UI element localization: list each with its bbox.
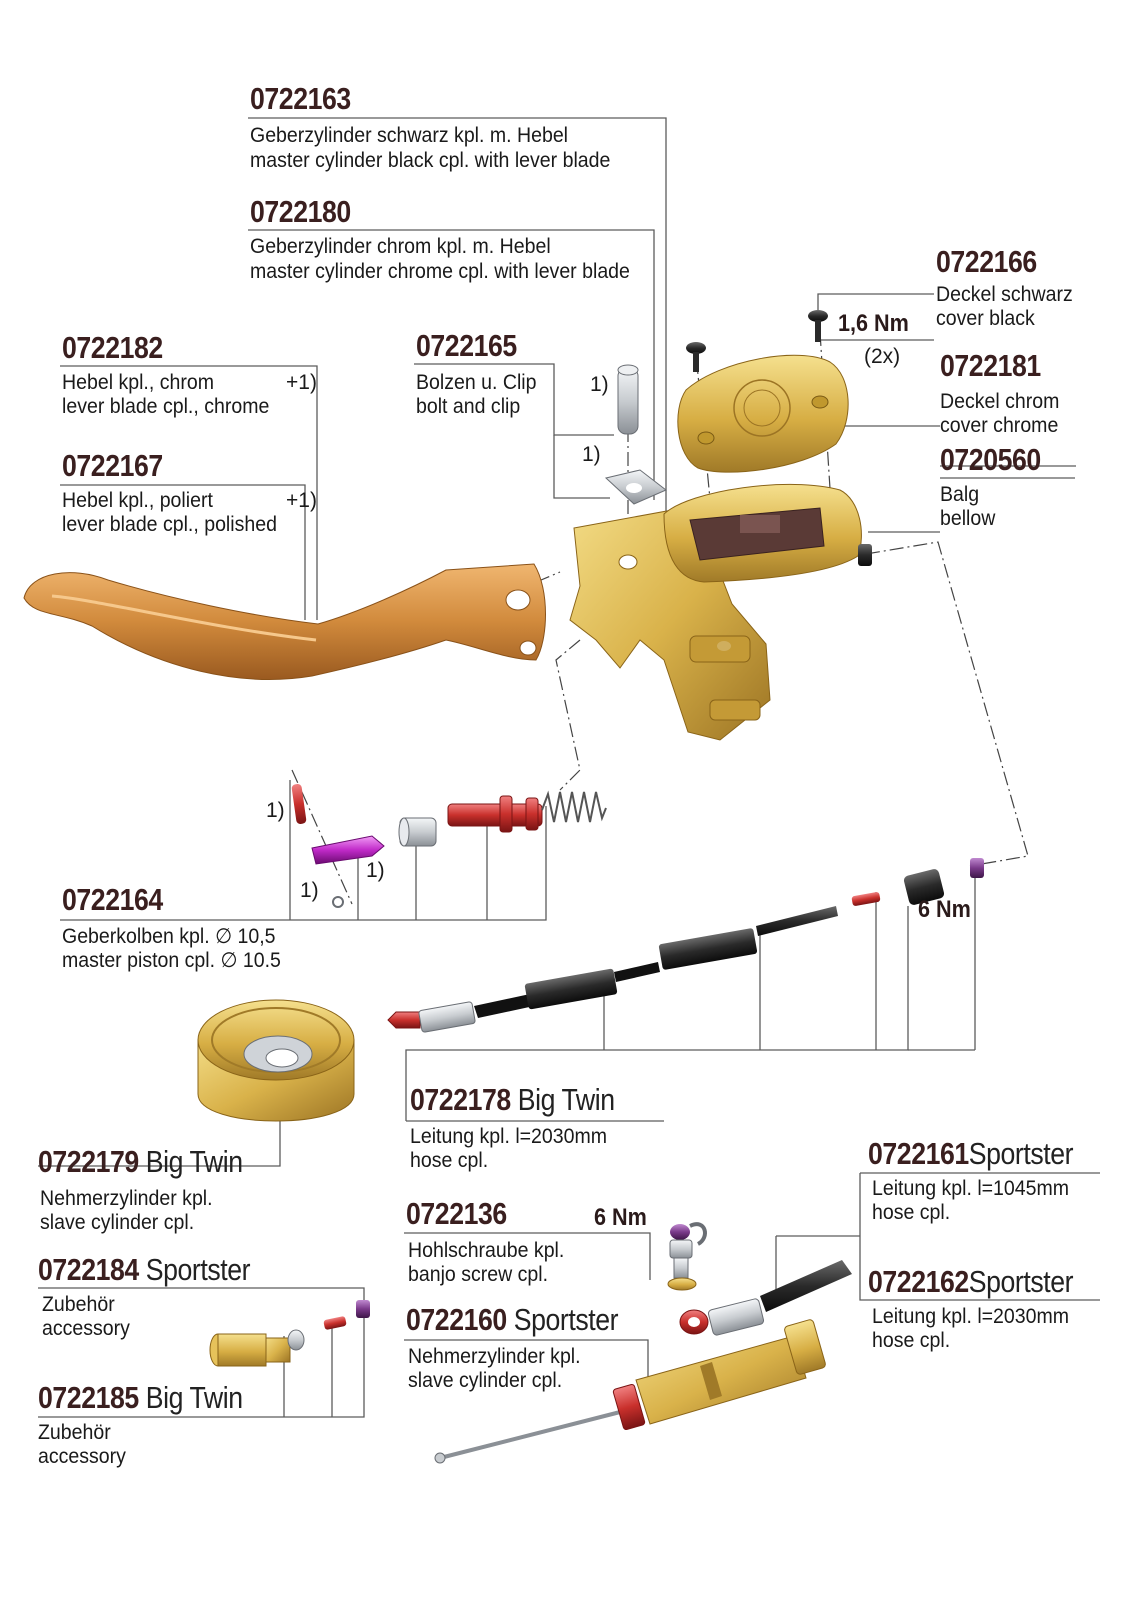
footnote-ref: 1) — [266, 799, 285, 822]
leader-lines — [38, 117, 1100, 1418]
footnote-ref: 1) — [590, 373, 609, 396]
part-description-en: master cylinder chrome cpl. with lever b… — [250, 260, 630, 283]
torque-banjo: 6 Nm — [594, 1204, 647, 1231]
part-number: 0722161 — [868, 1136, 969, 1171]
part-number-0722179: 0722179 Big Twin — [38, 1146, 243, 1177]
model-name: Sportster — [968, 1136, 1074, 1171]
part-description-en: bolt and clip — [416, 395, 521, 418]
master-piston-icon — [291, 784, 543, 908]
part-description-de: Nehmerzylinder kpl. — [40, 1187, 213, 1210]
part-number: 0722162 — [868, 1264, 969, 1299]
part-description-en: master cylinder black cpl. with lever bl… — [250, 149, 611, 172]
screw-icon — [686, 310, 828, 372]
part-description-en: slave cylinder cpl. — [408, 1369, 563, 1392]
part-number-0722166: 0722166 — [936, 244, 1037, 279]
torque-cover-screw: 1,6 Nm — [838, 310, 909, 337]
part-description-en: lever blade cpl., chrome — [62, 395, 270, 418]
master-cylinder-icon — [569, 483, 872, 741]
part-description-de: Nehmerzylinder kpl. — [408, 1345, 581, 1368]
part-number: 0722178 — [410, 1082, 511, 1117]
part-description-de: Balg — [940, 483, 980, 506]
footnote-ref: 1) — [300, 879, 319, 902]
footnote-ref: 1) — [366, 859, 385, 882]
part-number-0722185: 0722185 Big Twin — [38, 1382, 243, 1413]
torque-fitting: 6 Nm — [918, 896, 971, 923]
part-description-de: Deckel schwarz — [936, 283, 1073, 306]
part-description-de: Hebel kpl., chrom — [62, 371, 214, 394]
banjo-screw-icon — [667, 1222, 707, 1291]
part-number-0722184: 0722184 Sportster — [38, 1252, 251, 1287]
model-name: Sportster — [145, 1252, 251, 1287]
part-description-de: Leitung kpl. l=2030mm — [872, 1305, 1070, 1328]
footnote-ref: 1) — [582, 443, 601, 466]
part-description-en: bellow — [940, 507, 996, 530]
hose-icon — [387, 858, 984, 1033]
part-number-0722160: 0722160 Sportster — [406, 1302, 619, 1337]
part-description-en: accessory — [42, 1317, 130, 1340]
part-number-0722182: 0722182 — [62, 330, 163, 365]
part-description-de: Geberzylinder chrom kpl. m. Hebel — [250, 235, 551, 258]
part-description-de: Leitung kpl. l=2030mm — [410, 1125, 608, 1148]
accessory-icon — [209, 1300, 370, 1367]
part-description-en: cover black — [936, 307, 1035, 330]
part-number-0722164: 0722164 — [62, 882, 163, 917]
part-number-0722162: 0722162Sportster — [868, 1264, 1074, 1299]
part-number: 0722185 — [38, 1380, 139, 1415]
part-description-de: Hohlschraube kpl. — [408, 1239, 565, 1262]
part-description-de: Geberkolben kpl. ∅ 10,5 — [62, 925, 276, 948]
part-number-0720560: 0720560 — [940, 442, 1041, 477]
sportster-hose-icon — [679, 1260, 852, 1336]
bolt-and-clip-icon — [604, 364, 667, 505]
part-description-en: banjo screw cpl. — [408, 1263, 549, 1286]
part-description-en: cover chrome — [940, 414, 1059, 437]
spring-icon — [541, 790, 607, 823]
part-number-0722167: 0722167 — [62, 448, 163, 483]
part-number-0722180: 0722180 — [250, 194, 351, 229]
part-number-0722181: 0722181 — [940, 348, 1041, 383]
footnote-ref: +1) — [286, 489, 317, 512]
part-description-de: Leitung kpl. l=1045mm — [872, 1177, 1070, 1200]
part-description-en: accessory — [38, 1445, 126, 1468]
model-name: Big Twin — [145, 1144, 243, 1179]
cover-screw-quantity: (2x) — [864, 345, 901, 368]
model-name: Big Twin — [145, 1380, 243, 1415]
part-description-de: Geberzylinder schwarz kpl. m. Hebel — [250, 124, 569, 147]
part-number-0722136: 0722136 — [406, 1196, 507, 1231]
part-description-de: Deckel chrom — [940, 390, 1060, 413]
model-name: Big Twin — [517, 1082, 615, 1117]
part-number-0722163: 0722163 — [250, 81, 351, 116]
part-description-de: Zubehör — [42, 1293, 115, 1316]
sportster-slave-cylinder-icon — [434, 1319, 826, 1464]
part-number-0722165: 0722165 — [416, 328, 517, 363]
part-number: 0722179 — [38, 1144, 139, 1179]
model-name: Sportster — [513, 1302, 619, 1337]
lever-icon — [23, 563, 546, 680]
part-number-0722178: 0722178 Big Twin — [410, 1084, 615, 1115]
part-description-en: master piston cpl. ∅ 10.5 — [62, 949, 281, 972]
part-description-en: hose cpl. — [410, 1149, 489, 1172]
part-description-en: lever blade cpl., polished — [62, 513, 277, 536]
part-description-en: hose cpl. — [872, 1329, 951, 1352]
part-description-de: Hebel kpl., poliert — [62, 489, 213, 512]
slave-cylinder-icon — [197, 999, 355, 1122]
footnote-ref: +1) — [286, 371, 317, 394]
reservoir-cover-icon — [677, 354, 849, 473]
part-description-en: hose cpl. — [872, 1201, 951, 1224]
part-description-de: Zubehör — [38, 1421, 111, 1444]
part-description-de: Bolzen u. Clip — [416, 371, 537, 394]
part-number: 0722160 — [406, 1302, 507, 1337]
part-number-0722161: 0722161Sportster — [868, 1136, 1074, 1171]
model-name: Sportster — [968, 1264, 1074, 1299]
part-number: 0722184 — [38, 1252, 139, 1287]
part-description-en: slave cylinder cpl. — [40, 1211, 195, 1234]
